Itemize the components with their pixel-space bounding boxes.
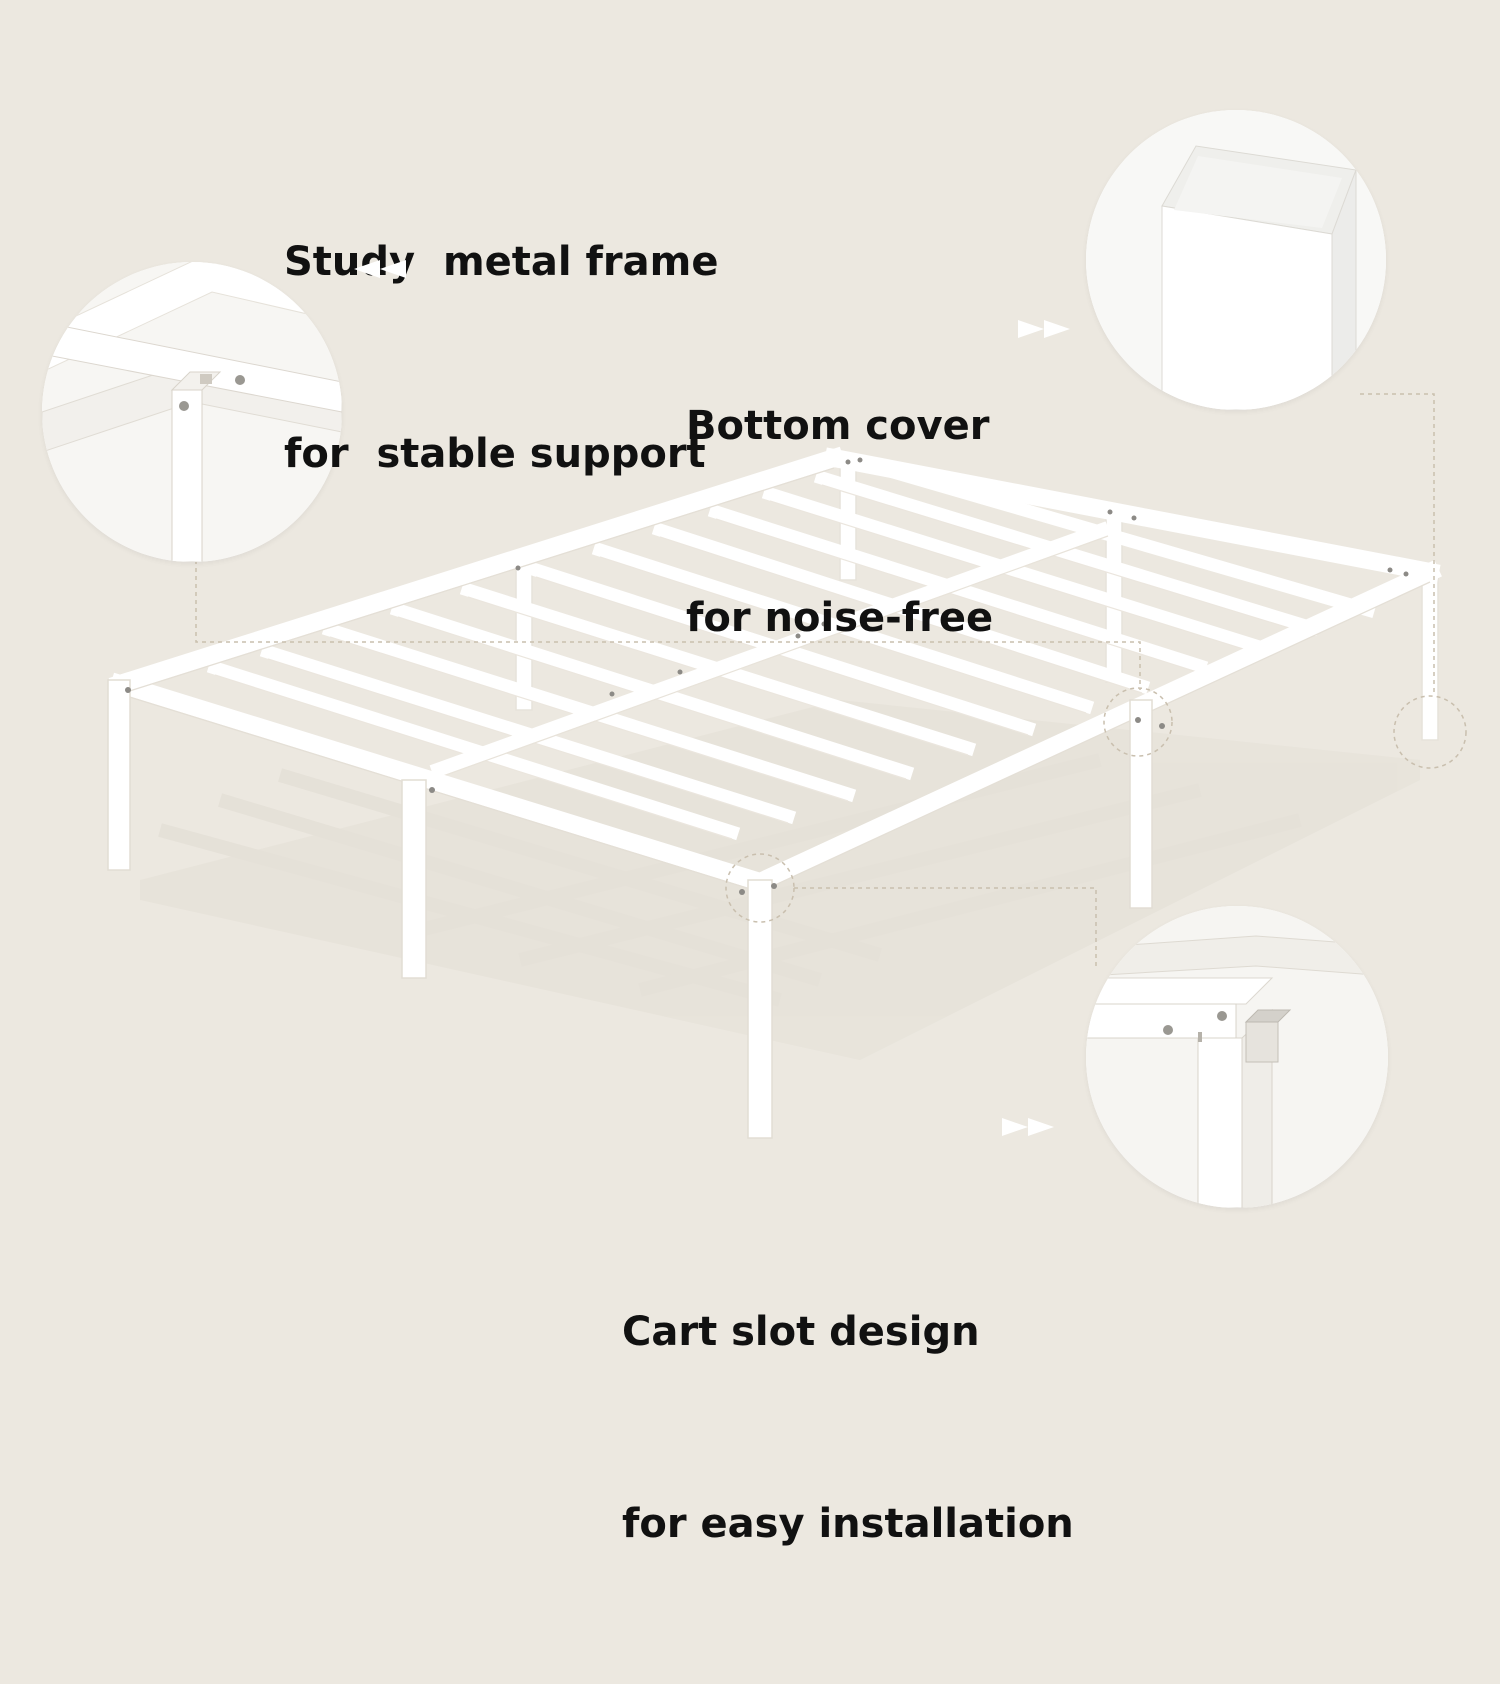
caption-cover-line-1: Bottom cover (686, 403, 990, 449)
product-feature-image: Study metal frame for stable support Bot… (42, 102, 1467, 1547)
zoom-cart-slot (1086, 906, 1388, 1208)
zoom-bottom-cover (1086, 110, 1386, 410)
caption-frame-line-1: Study metal frame (284, 239, 719, 285)
double-chevron-left-icon (352, 258, 408, 284)
bed-frame-illustration (107, 393, 1467, 1139)
double-chevron-right-icon (1000, 1116, 1056, 1142)
caption-slot-line-1: Cart slot design (622, 1309, 980, 1355)
cart-slot-detail (1086, 906, 1388, 1208)
leader-lines (195, 393, 1435, 966)
outer-rail-edges (119, 467, 1431, 893)
frame-joint-detail (42, 262, 342, 562)
double-chevron-right-icon (1016, 318, 1072, 344)
caption-frame-line-2: for stable support (284, 431, 706, 477)
front-legs (107, 679, 1153, 1139)
caption-cover-line-2: for noise-free (686, 595, 994, 641)
bed-frame-svg (107, 393, 1467, 1139)
center-rail (429, 521, 1111, 779)
connector-bolts (125, 457, 1409, 895)
caption-slot-line-2: for easy installation (622, 1501, 1074, 1547)
caption-bottom-cover: Bottom cover for noise-free (686, 266, 993, 778)
bottom-cover-detail (1086, 110, 1386, 410)
zoom-frame-joint (42, 262, 342, 562)
caption-sturdy-frame: Study metal frame for stable support (284, 102, 718, 614)
caption-cart-slot: Cart slot design for easy installation (622, 1172, 1074, 1684)
outer-rails (108, 446, 1442, 894)
